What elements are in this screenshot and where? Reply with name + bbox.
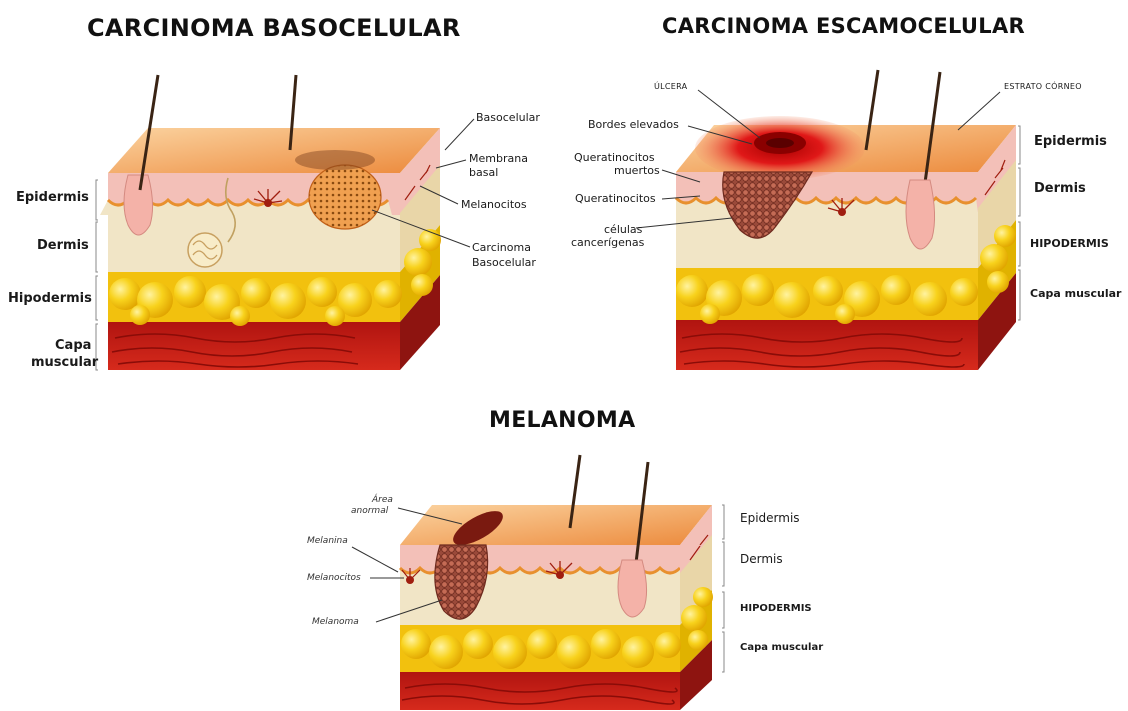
basal-carcinoma-shape bbox=[309, 165, 381, 229]
basal-label-hipodermis: Hipodermis bbox=[8, 291, 92, 306]
melanoma-callout-melanina: Melanina bbox=[307, 536, 348, 547]
melanoma-label-epidermis: Epidermis bbox=[740, 511, 800, 525]
squamous-title: CARCINOMA ESCAMOCELULAR bbox=[662, 14, 1025, 38]
basal-label-capa: Capa bbox=[55, 338, 91, 353]
basal-callout-melanocitos: Melanocitos bbox=[461, 198, 527, 211]
squamous-callout-cancerigenas: cancerígenas bbox=[571, 236, 644, 249]
basal-label-epidermis: Epidermis bbox=[16, 190, 89, 205]
melanoma-label-dermis: Dermis bbox=[740, 552, 783, 566]
basal-muscle-layer bbox=[108, 322, 400, 370]
melanoma-label-hipodermis: HIPODERMIS bbox=[740, 603, 812, 614]
basal-label-dermis: Dermis bbox=[37, 238, 89, 253]
melanoma-callout-melanocitos: Melanocitos bbox=[307, 573, 361, 584]
squamous-label-hipodermis: HIPODERMIS bbox=[1030, 237, 1109, 250]
squamous-label-epidermis: Epidermis bbox=[1034, 134, 1107, 149]
squamous-label-capa: Capa muscular bbox=[1030, 287, 1121, 300]
melanoma-layer-brackets bbox=[722, 505, 724, 672]
squamous-callout-ulcera: ÚLCERA bbox=[654, 82, 687, 91]
basal-callout-basocelular: Basocelular bbox=[476, 111, 540, 124]
basal-callout-membrana-basal: basal bbox=[469, 166, 498, 179]
squamous-callout-muertos-l2: muertos bbox=[614, 164, 660, 177]
melanoma-label-capa: Capa muscular bbox=[740, 642, 823, 653]
squamous-callout-estrato: ESTRATO CÓRNEO bbox=[1004, 82, 1082, 91]
squamous-callout-bordes: Bordes elevados bbox=[588, 118, 679, 131]
melanoma-callout-anormal: anormal bbox=[351, 506, 388, 517]
squamous-skin-block bbox=[676, 70, 1016, 370]
basal-callout-carcinoma: Carcinoma bbox=[472, 241, 531, 254]
squamous-callout-muertos: Queratinocitos bbox=[574, 151, 655, 164]
basal-callout-membrana: Membrana bbox=[469, 152, 528, 165]
squamous-label-dermis: Dermis bbox=[1034, 181, 1086, 196]
melanoma-callout-area: Área bbox=[372, 495, 393, 506]
basal-layer-brackets bbox=[96, 180, 98, 370]
squamous-layer-brackets bbox=[1018, 126, 1020, 320]
basal-skin-surface bbox=[108, 128, 440, 173]
basal-label-muscular: muscular bbox=[31, 355, 98, 370]
basal-title: CARCINOMA BASOCELULAR bbox=[87, 14, 461, 42]
squamous-callout-queratinocitos: Queratinocitos bbox=[575, 192, 656, 205]
basal-callout-carcinoma-basocelular: Basocelular bbox=[472, 256, 536, 269]
melanoma-skin-block bbox=[400, 455, 713, 710]
basal-skin-block bbox=[100, 75, 441, 370]
squamous-muscle-layer bbox=[676, 320, 978, 370]
melanoma-title: MELANOMA bbox=[489, 408, 635, 433]
squamous-callout-celulas: células bbox=[604, 223, 642, 236]
melanoma-callout-melanoma: Melanoma bbox=[312, 617, 359, 628]
melanoma-skin-surface bbox=[400, 505, 712, 545]
